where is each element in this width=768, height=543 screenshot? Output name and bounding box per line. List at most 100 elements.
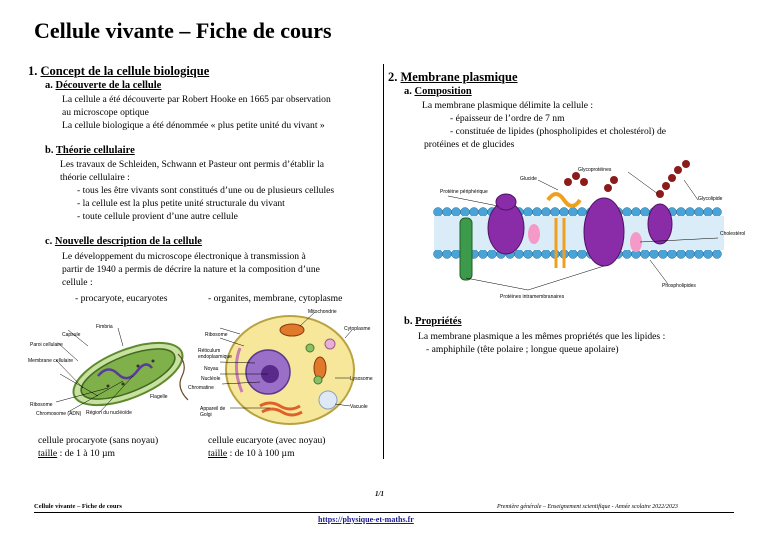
text-line: La cellule a été découverte par Robert H…	[62, 94, 331, 105]
label-golgi: Appareil de Golgi	[200, 406, 226, 418]
phospholipid-head	[550, 207, 560, 217]
cell-components-list: - organites, membrane, cytoplasme	[208, 293, 343, 304]
section-2a-text: La membrane plasmique délimite la cellul…	[422, 99, 666, 151]
phospholipid-head	[568, 207, 578, 217]
section-1-title: Concept de la cellule biologique	[40, 64, 210, 78]
phospholipid-head	[433, 249, 443, 259]
phospholipid-head	[442, 207, 452, 217]
lipid-tails-layer	[434, 216, 724, 250]
section-2-title: Membrane plasmique	[400, 70, 518, 84]
label-chromatin: Chromatine	[188, 385, 214, 391]
phospholipid-head	[514, 249, 524, 259]
label-glycoproteins: Glycoprotéines	[578, 167, 612, 173]
prokaryote-caption: cellule procaryote (sans noyau) taille :…	[38, 434, 158, 460]
phospholipid-head	[622, 249, 632, 259]
phospholipid-head	[577, 249, 587, 259]
phospholipid-head	[631, 207, 641, 217]
text-line: - toute cellule provient d’une autre cel…	[77, 211, 238, 222]
phospholipid-head	[712, 249, 722, 259]
prokaryote-dna-shape	[97, 363, 153, 380]
phospholipid-head	[541, 207, 551, 217]
caption-text: cellule eucaryote (avec noyau)	[208, 435, 326, 446]
section-2-heading: 2. Membrane plasmique	[388, 70, 518, 85]
phospholipid-head	[478, 207, 488, 217]
label-chromosome: Chromosome (ADN)	[36, 411, 82, 417]
label-fimbria: Fimbria	[96, 324, 113, 330]
text-line: - tous les être vivants sont constitués …	[77, 185, 335, 196]
section-2a-heading: a. Composition	[404, 86, 472, 97]
phospholipid-head	[568, 249, 578, 259]
eukaryote-nucleolus-shape	[261, 365, 279, 383]
phospholipid-head	[460, 207, 470, 217]
section-2a-number: a.	[404, 86, 412, 97]
intramembrane-protein-purple-3	[647, 203, 673, 245]
section-1c-number: c.	[45, 236, 53, 247]
section-2b-number: b.	[404, 316, 413, 327]
text-line: - épaisseur de l’ordre de 7 nm	[450, 113, 565, 124]
prokaryote-body-shape	[80, 348, 176, 400]
label-glycolipid: Glycolipide	[698, 196, 723, 202]
label-capsule: Capsule	[62, 332, 81, 338]
text-line: protéines et de glucides	[424, 139, 515, 150]
text-line: théorie cellulaire :	[60, 172, 130, 183]
label-peripheral-protein: Protéine périphérique	[440, 189, 488, 195]
size-value: : de 10 à 100 µm	[227, 448, 295, 459]
phospholipid-head	[694, 249, 704, 259]
phospholipid-head	[712, 207, 722, 217]
golgi-shape	[259, 401, 301, 411]
text-line: La cellule biologique a été dénommée « p…	[62, 120, 325, 131]
phospholipid-head	[658, 249, 668, 259]
phospholipid-head	[667, 249, 677, 259]
phospholipid-head	[478, 249, 488, 259]
label-cell-membrane: Membrane cellulaire	[28, 358, 74, 364]
section-2b-title: Propriétés	[415, 316, 462, 327]
phospholipid-head	[523, 207, 533, 217]
section-1b-heading: b. Théorie cellulaire	[45, 145, 135, 156]
section-2b-heading: b. Propriétés	[404, 316, 462, 327]
phospholipid-heads-top	[433, 207, 722, 217]
label-endoplasmic-reticulum: Réticulum endoplasmique	[198, 348, 232, 360]
section-1a-text: La cellule a été découverte par Robert H…	[62, 93, 331, 132]
section-1c-heading: c. Nouvelle description de la cellule	[45, 236, 202, 247]
phospholipid-head	[622, 207, 632, 217]
section-1-heading: 1. Concept de la cellule biologique	[28, 64, 209, 79]
text-line: au microscope optique	[62, 107, 149, 118]
label-ribosome: Ribosome	[30, 402, 53, 408]
label-nucleoid: Région du nucléoïde	[86, 410, 132, 416]
section-1a-number: a.	[45, 80, 53, 91]
text-line: La membrane plasmique a les mêmes propri…	[418, 331, 666, 342]
phospholipid-head	[487, 249, 497, 259]
intramembrane-protein-green	[459, 217, 473, 281]
phospholipid-head	[703, 207, 713, 217]
phospholipid-heads-bottom	[433, 249, 722, 259]
label-lysosome: Lysosome	[350, 376, 373, 382]
text-line: cellule :	[62, 277, 93, 288]
label-phospholipids: Phospholipides	[662, 283, 696, 289]
cell-types-list: - procaryote, eucaryotes	[75, 293, 168, 304]
text-line: - la cellule est la plus petite unité st…	[77, 198, 285, 209]
cholesterol-shape	[630, 232, 642, 252]
phospholipid-head	[676, 249, 686, 259]
caption-text: cellule procaryote (sans noyau)	[38, 435, 159, 446]
size-label: taille	[38, 448, 58, 459]
label-cytoplasm: Cytoplasme	[344, 326, 371, 332]
label-nucleus: Noyau	[204, 366, 219, 372]
phospholipid-head	[532, 249, 542, 259]
phospholipid-head	[541, 249, 551, 259]
membrane-illustration	[433, 160, 724, 291]
glucide-shape	[564, 178, 572, 186]
peripheral-protein	[495, 193, 517, 211]
label-glucide: Glucide	[520, 176, 537, 182]
section-1b-text: Les travaux de Schleiden, Schwann et Pas…	[60, 158, 334, 223]
section-1a-heading: a. Découverte de la cellule	[45, 80, 161, 91]
phospholipid-head	[451, 249, 461, 259]
label-intramembrane-proteins: Protéines intramembranaires	[500, 294, 565, 300]
phospholipid-head	[640, 249, 650, 259]
vacuole-shape	[318, 390, 338, 410]
text-line: La membrane plasmique délimite la cellul…	[422, 100, 594, 111]
label-flagellum: Flagelle	[150, 394, 168, 400]
intramembrane-protein-purple-2	[583, 197, 625, 267]
eukaryote-illustration	[219, 311, 355, 425]
website-link[interactable]: https://physique-et-maths.fr	[318, 515, 414, 524]
section-1b-number: b.	[45, 145, 54, 156]
